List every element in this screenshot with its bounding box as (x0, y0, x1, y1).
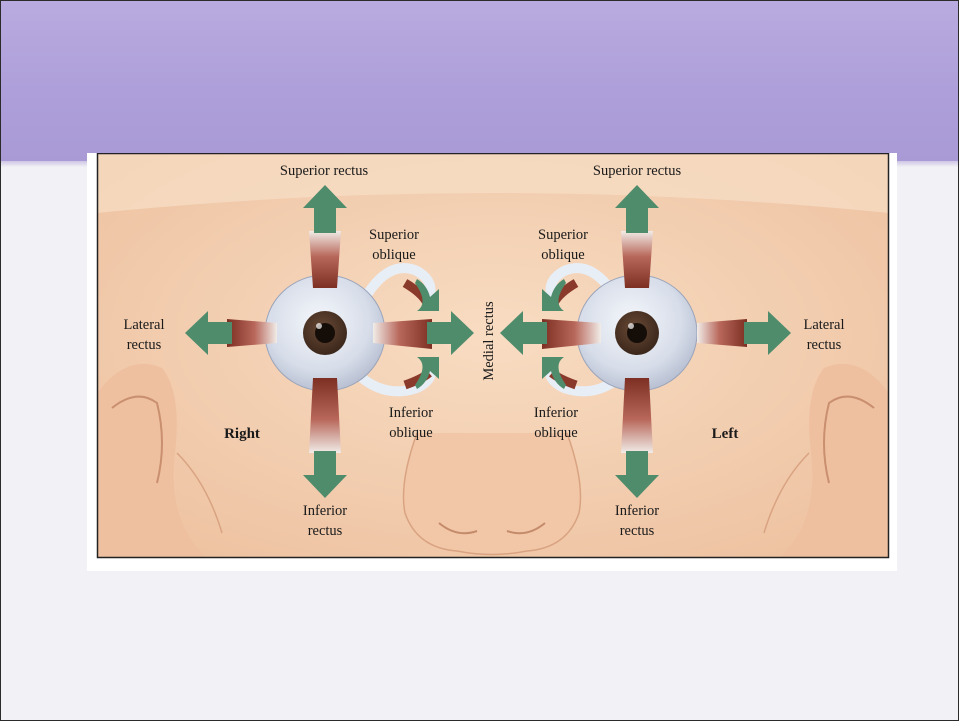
nose (404, 433, 581, 555)
right-inferior-rectus-label-line2: rectus (308, 523, 343, 539)
right-side-label: Right (224, 426, 260, 442)
left-superior-oblique-label-line2: oblique (541, 247, 585, 263)
right-superior-oblique-label-line2: oblique (372, 247, 416, 263)
left-superior-rectus-muscle (621, 231, 653, 288)
left-lateral-rectus-muscle (697, 319, 747, 347)
left-superior-rectus-label: Superior rectus (593, 163, 682, 179)
left-superior-oblique-label-line1: Superior (538, 227, 588, 243)
right-lateral-rectus-muscle (227, 319, 277, 347)
extraocular-muscles-figure: Superior rectus Superior oblique Lateral… (87, 153, 897, 571)
right-eye-highlight (316, 323, 322, 329)
left-eye-highlight (628, 323, 634, 329)
right-lateral-rectus-label-line1: Lateral (123, 317, 164, 333)
left-inferior-rectus-muscle (621, 378, 653, 453)
eye-muscles-illustration: Superior rectus Superior oblique Lateral… (87, 153, 897, 571)
right-lateral-rectus-label-line2: rectus (127, 337, 162, 353)
left-inferior-rectus-label-line2: rectus (620, 523, 655, 539)
right-inferior-oblique-label-line1: Inferior (389, 405, 433, 421)
right-inferior-oblique-label-line2: oblique (389, 425, 433, 441)
medial-rectus-label: Medial rectus (481, 301, 497, 381)
left-side-label: Left (712, 426, 739, 442)
right-superior-oblique-label-line1: Superior (369, 227, 419, 243)
right-superior-rectus-label: Superior rectus (280, 163, 369, 179)
left-inferior-oblique-label-line1: Inferior (534, 405, 578, 421)
left-inferior-oblique-label-line2: oblique (534, 425, 578, 441)
right-inferior-rectus-label-line1: Inferior (303, 503, 347, 519)
right-superior-rectus-muscle (309, 231, 341, 288)
left-lateral-rectus-label-line2: rectus (807, 337, 842, 353)
left-inferior-rectus-label-line1: Inferior (615, 503, 659, 519)
slide-header-band (1, 1, 958, 161)
right-inferior-rectus-muscle (309, 378, 341, 453)
left-lateral-rectus-label-line1: Lateral (803, 317, 844, 333)
